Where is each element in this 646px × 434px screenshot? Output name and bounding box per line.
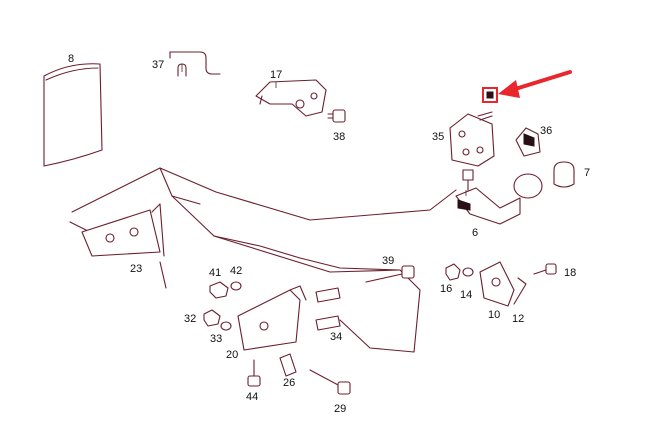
callout-41: 41 (209, 267, 221, 279)
callout-35: 35 (432, 131, 444, 143)
part-20-bracket (237, 285, 307, 351)
callout-7: 7 (584, 167, 590, 179)
callout-8: 8 (68, 53, 74, 65)
part-29-bolt (309, 369, 351, 395)
callout-17: 17 (270, 69, 282, 81)
part-41-nut (209, 281, 229, 299)
part-16-nut (445, 263, 461, 281)
part-6-tow-ball-arm (455, 169, 543, 225)
callout-16: 16 (440, 283, 452, 295)
callout-labels: 8 37 17 38 35 36 7 6 23 41 42 39 16 14 1… (68, 53, 590, 415)
callout-10: 10 (488, 309, 500, 321)
part-23-bracket (81, 203, 167, 289)
callout-33: 33 (210, 333, 222, 345)
callout-36: 36 (540, 125, 552, 137)
callout-42: 42 (230, 265, 242, 277)
callout-18: 18 (564, 267, 576, 279)
part-33-washer (220, 321, 232, 331)
callout-38: 38 (333, 131, 345, 143)
part-35-mount-plate (449, 113, 495, 167)
callout-12: 12 (512, 313, 524, 325)
callout-14: 14 (460, 289, 472, 301)
callout-23: 23 (130, 263, 142, 275)
part-26-sleeve (279, 353, 297, 377)
callout-39: 39 (382, 255, 394, 267)
part-44-bolt (247, 359, 261, 387)
part-14-washer (462, 267, 474, 277)
part-36-module (515, 127, 541, 157)
callout-6: 6 (472, 227, 478, 239)
part-10-socket-plate (479, 261, 515, 307)
callout-37: 37 (152, 59, 164, 71)
part-17-bracket (255, 79, 327, 117)
callout-29: 29 (334, 403, 346, 415)
callout-32: 32 (184, 313, 196, 325)
callout-26: 26 (283, 377, 295, 389)
callout-20: 20 (226, 349, 238, 361)
part-12-clip (513, 277, 527, 305)
part-8-cover (43, 63, 103, 167)
callout-44: 44 (246, 391, 258, 403)
leader-lines (181, 64, 467, 196)
part-32-nut (203, 309, 221, 327)
part-42-washer (230, 281, 242, 291)
callout-34: 34 (330, 331, 342, 343)
part-38-bolt (327, 109, 346, 123)
part-18-bolt (533, 263, 557, 275)
red-pointer-arrow (498, 70, 572, 98)
part-39-bolt (365, 265, 415, 283)
part-37-clip (169, 51, 221, 77)
highlighted-bolt (477, 87, 498, 121)
part-34-studs (315, 287, 341, 331)
part-7-cap (553, 161, 575, 188)
